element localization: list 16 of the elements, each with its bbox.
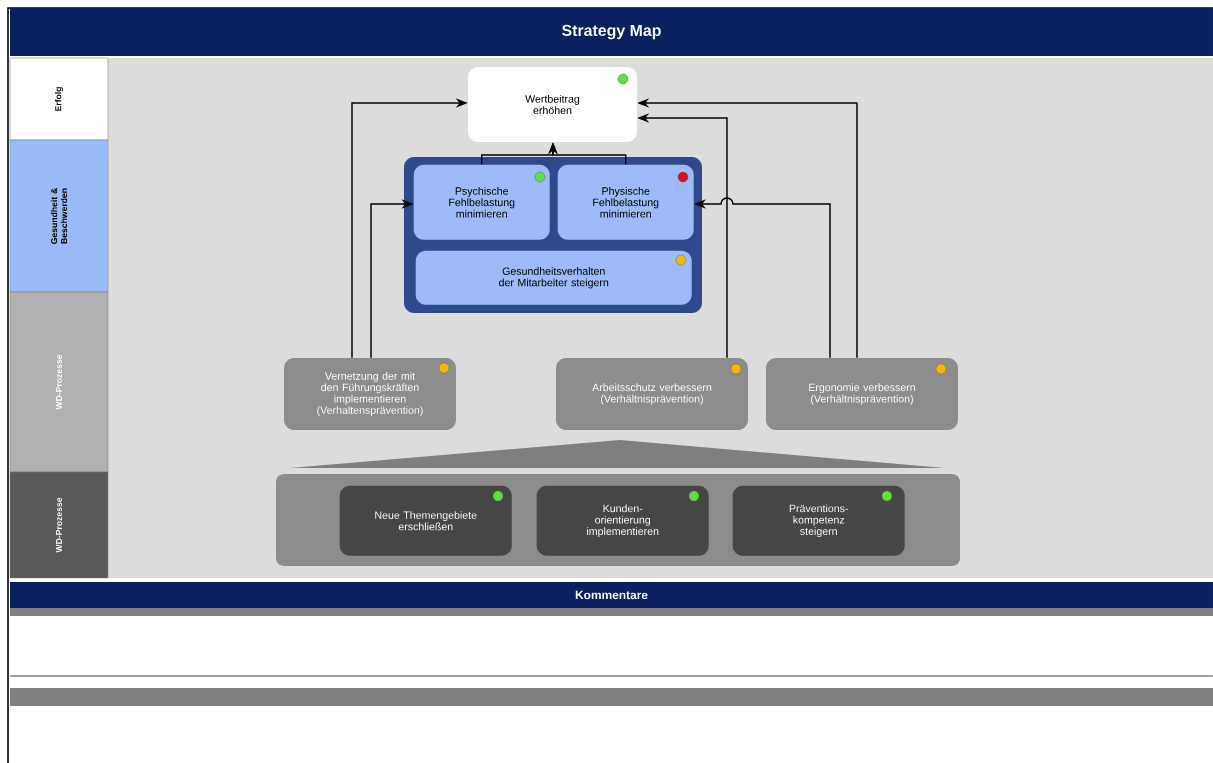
objective-box: Physische Fehlbelastung minimieren <box>557 164 694 240</box>
row-band: WD-Prozesse <box>9 291 109 473</box>
objective-box: Vernetzung der mit den Führungskräften implementieren (Verhaltensprävention) <box>284 358 456 430</box>
objective-box: Ergonomie verbessern (Verhältnisprävention) <box>766 358 958 430</box>
objective-box: Präventions- kompetenz steigern <box>732 485 905 556</box>
row-band: WD-Prozesse <box>9 471 109 579</box>
title-bar: Strategy Map <box>10 8 1213 56</box>
objective-box: Arbeitsschutz verbessern (Verhältnisprävention) <box>556 358 748 430</box>
objective-box: Gesundheitsverhalten der Mitarbeiter steigern <box>415 250 692 305</box>
section-header: Kommentare <box>10 582 1213 608</box>
row-band: Gesundheit & Beschwerden <box>9 139 109 293</box>
goal-box: Wertbeitrag erhöhen <box>468 67 637 142</box>
objective-box: Psychische Fehlbelastung minimieren <box>413 164 550 240</box>
objective-box: Kunden- orientierung implementieren <box>536 485 709 556</box>
objective-box: Neue Themengebiete erschließen <box>339 485 512 556</box>
row-band: Erfolg <box>9 57 109 141</box>
